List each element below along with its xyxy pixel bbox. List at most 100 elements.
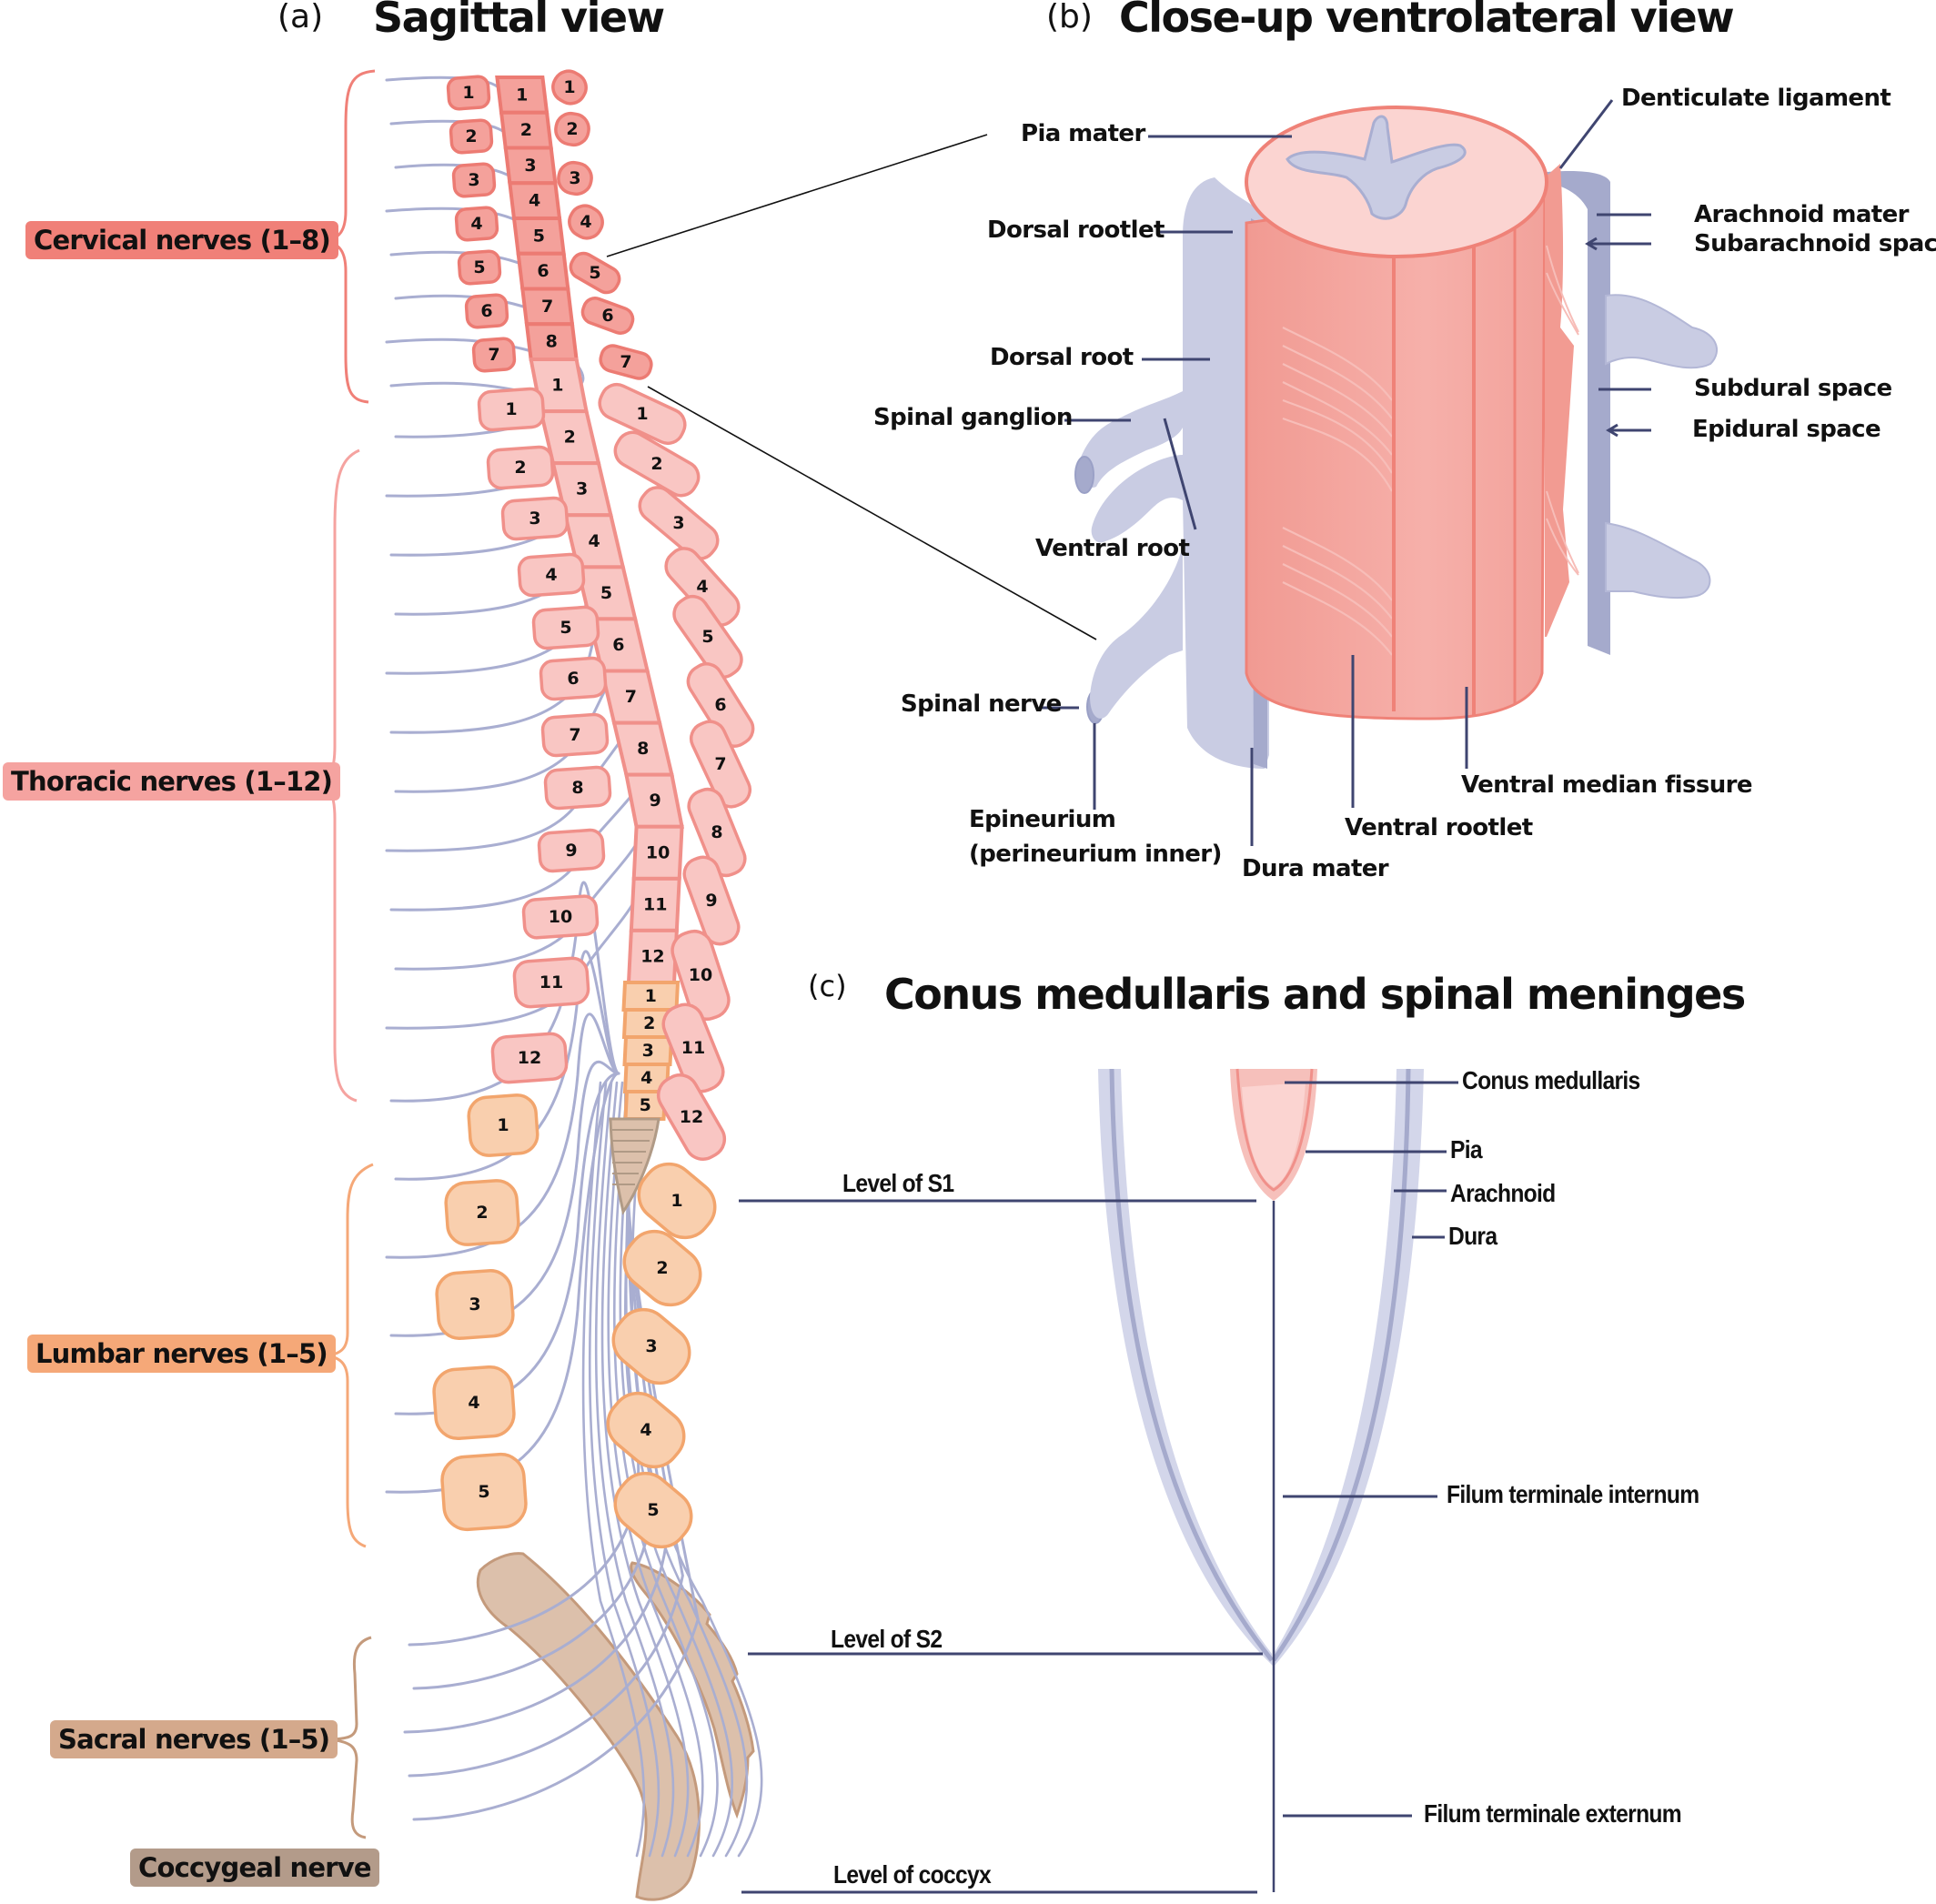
label-subdural-space: Subdural space (1694, 375, 1892, 402)
vertebra-thoracic-process: 1 (598, 382, 687, 446)
vertebra-thoracic-body: 8 (543, 765, 612, 811)
vertebra-lumbar-body-number: 3 (469, 1295, 480, 1315)
vertebra-lumbar-body: 1 (467, 1093, 539, 1157)
vertebra-lumbar-body-number: 4 (468, 1393, 479, 1413)
vertebra-thoracic-body-number: 11 (539, 972, 563, 992)
label-arachnoid: Arachnoid (1450, 1179, 1556, 1207)
vertebra-cervical-body-number: 6 (480, 301, 492, 321)
closeup-leader-lines (1041, 99, 1651, 846)
cord-thoracic-number: 8 (637, 739, 649, 759)
zoom-line-lower (647, 386, 1097, 640)
vertebra-cervical-body-number: 1 (462, 83, 474, 103)
cauda-equina-strand (588, 1081, 660, 1858)
label-spinal-ganglion: Spinal ganglion (873, 404, 1073, 431)
vertebra-cervical-body: 5 (457, 249, 502, 286)
vertebra-cervical-body-number: 2 (465, 126, 477, 146)
spinal-nerve-line (385, 721, 633, 852)
cord-cervical-number: 4 (529, 191, 540, 211)
vertebra-cervical-process-number: 2 (566, 119, 578, 139)
vertebra-cervical-body: 4 (454, 206, 499, 242)
vertebra-thoracic-body: 11 (512, 956, 590, 1009)
vertebra-cervical-body: 7 (471, 337, 517, 373)
vertebra-lumbar-body: 3 (435, 1269, 515, 1340)
label-pia-mater: Pia mater (1021, 120, 1145, 147)
vertebra-thoracic-process-number: 1 (636, 404, 648, 424)
label-level-s1: Level of S1 (842, 1169, 954, 1197)
vertebra-thoracic-body-number: 1 (505, 399, 517, 419)
label-epidural-space: Epidural space (1692, 416, 1881, 443)
vertebra-cervical-process: 4 (568, 204, 604, 240)
conus-illustration (1098, 1068, 1424, 1667)
vertebra-lumbar-body: 5 (440, 1452, 528, 1532)
vertebra-thoracic-body: 7 (540, 712, 610, 758)
label-filum-externum: Filum terminale externum (1424, 1799, 1682, 1828)
vertebra-cervical-process-number: 6 (601, 306, 613, 326)
vertebra-lumbar-body-number: 5 (478, 1482, 489, 1502)
vertebra-thoracic-body: 1 (477, 387, 546, 432)
cauda-equina-strand (625, 1081, 749, 1858)
vertebra-lumbar-body-number: 1 (497, 1115, 509, 1135)
vertebra-thoracic-body: 4 (517, 552, 586, 598)
label-thoracic-nerves: Thoracic nerves (1–12) (3, 762, 341, 801)
vertebra-thoracic-process-number: 6 (714, 695, 726, 715)
vertebra-thoracic-process: 3 (638, 486, 720, 560)
vertebra-cervical-process-number: 1 (563, 77, 575, 97)
vertebra-thoracic-process: 12 (656, 1073, 727, 1161)
cord-cervical-number: 8 (546, 332, 558, 352)
vertebra-lumbar-process-number: 5 (647, 1500, 659, 1520)
vertebra-cervical-body: 2 (449, 118, 494, 155)
vertebra-thoracic-body-number: 9 (565, 841, 577, 861)
label-dura: Dura (1448, 1222, 1497, 1250)
vertebra-thoracic-process: 7 (689, 720, 752, 809)
vertebra-cervical-process-number: 3 (569, 168, 580, 188)
vertebra-thoracic-body: 5 (531, 605, 600, 650)
cauda-equina-strand (630, 1081, 763, 1858)
vertebra-thoracic-process-number: 3 (672, 513, 684, 533)
spinal-nerve-line (389, 250, 523, 266)
vertebra-cervical-process-number: 7 (620, 352, 631, 372)
vertebra-thoracic-process-number: 2 (650, 454, 662, 474)
vertebra-cervical-body-number: 4 (470, 214, 482, 234)
cord-thoracic-number: 6 (612, 635, 624, 655)
vertebra-cervical-body-number: 7 (488, 345, 499, 365)
vertebra-thoracic-body: 6 (539, 656, 608, 701)
vertebra-thoracic-body: 10 (521, 894, 600, 940)
vertebra-thoracic-process-number: 11 (681, 1038, 705, 1058)
label-filum-internum: Filum terminale internum (1447, 1480, 1699, 1508)
panel-c-title: Conus medullaris and spinal meninges (884, 970, 1746, 1019)
cord-cervical-number: 3 (524, 156, 536, 176)
panel-a-letter: (a) (277, 0, 324, 35)
cord-lumbar-number: 5 (640, 1095, 651, 1115)
vertebra-thoracic-process-number: 10 (689, 965, 712, 985)
cord-thoracic-number: 11 (643, 894, 667, 914)
label-level-coccyx: Level of coccyx (833, 1860, 992, 1889)
vertebra-thoracic-process-number: 4 (696, 577, 708, 597)
label-ventral-rootlet: Ventral rootlet (1345, 814, 1533, 841)
vertebra-cervical-process: 7 (599, 344, 653, 380)
vertebra-thoracic-body-number: 3 (529, 509, 540, 529)
vertebra-lumbar-process-number: 3 (645, 1336, 657, 1356)
vertebra-thoracic-process: 11 (661, 1002, 725, 1093)
panel-c-letter: (c) (808, 969, 847, 1003)
label-dorsal-rootlet: Dorsal rootlet (987, 217, 1165, 244)
vertebra-thoracic-process-number: 5 (701, 627, 713, 647)
cord-thoracic-number: 1 (551, 376, 563, 396)
vertebra-lumbar-process: 3 (611, 1307, 691, 1385)
vertebra-thoracic-process-number: 9 (705, 891, 717, 911)
cord-lumbar-number: 1 (645, 986, 657, 1006)
label-subarachnoid-space: Subarachnoid space (1694, 230, 1936, 257)
vertebra-thoracic-body-number: 2 (514, 458, 526, 478)
label-denticulate-ligament: Denticulate ligament (1621, 85, 1891, 112)
cord-thoracic-number: 2 (564, 428, 576, 448)
cord-thoracic-number: 3 (576, 479, 588, 499)
vertebra-cervical-body-number: 5 (473, 257, 485, 277)
panel-b-title: Close-up ventrolateral view (1119, 0, 1735, 42)
cord-thoracic-number: 10 (646, 842, 670, 862)
label-coccygeal-nerve: Coccygeal nerve (130, 1849, 379, 1887)
cauda-equina-strand (594, 1081, 675, 1858)
vertebra-thoracic-process: 5 (672, 594, 743, 680)
closeup-illustration (1074, 106, 1719, 769)
